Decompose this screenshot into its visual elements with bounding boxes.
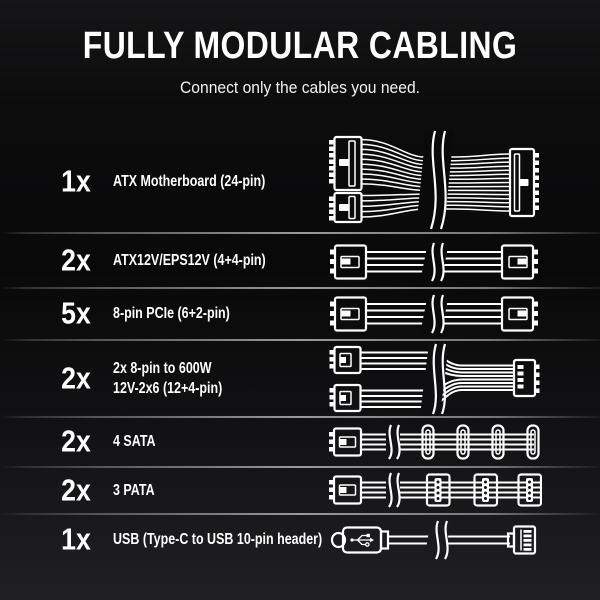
row-divider bbox=[0, 339, 600, 341]
connector-8pin-bottom bbox=[329, 383, 362, 413]
row-divider bbox=[0, 232, 600, 234]
atx-24pin-cable-icon bbox=[329, 130, 539, 230]
usb-trident-icon bbox=[350, 533, 374, 547]
page-title: FULLY MODULAR CABLING bbox=[82, 25, 518, 67]
row-divider bbox=[0, 466, 600, 468]
cable-label: 8-pin PCIe (6+2-pin) bbox=[113, 305, 230, 322]
cable-break-mark bbox=[416, 130, 454, 230]
connector-4plus4-right bbox=[500, 244, 538, 280]
connector-pcie-left bbox=[330, 296, 368, 332]
connector-18pin bbox=[329, 135, 363, 192]
eps12v-4plus4-cable-icon bbox=[330, 242, 538, 282]
cable-break-mark bbox=[420, 242, 449, 282]
connector-12v-2x6 bbox=[512, 358, 540, 398]
cable-label: 3 PATA bbox=[113, 481, 155, 499]
row-divider bbox=[0, 287, 600, 289]
connector-peripheral bbox=[329, 427, 363, 457]
pcie-8pin-cable-icon bbox=[330, 294, 538, 334]
usb-typec-to-header-cable-icon bbox=[330, 520, 537, 560]
cable-break-mark bbox=[420, 294, 449, 334]
connector-peripheral bbox=[329, 475, 363, 505]
cable-label: ATX Motherboard (24-pin) bbox=[113, 172, 266, 190]
cable-qty: 1x bbox=[61, 521, 91, 557]
row-divider bbox=[0, 513, 600, 515]
cable-qty: 2x bbox=[61, 241, 91, 277]
cable-row-eps12v: 2x ATX12V/EPS12V (4+4-pin) bbox=[0, 233, 600, 288]
cable-break-mark bbox=[388, 472, 401, 508]
cable-qty: 5x bbox=[61, 295, 91, 331]
cable-qty: 2x bbox=[61, 359, 91, 395]
cable-row-sata: 2x 4 SATA bbox=[0, 417, 600, 467]
cable-label-line-2: 12V-2x6 (12+4-pin) bbox=[113, 379, 223, 397]
cable-qty: 1x bbox=[61, 162, 91, 198]
cable-break-mark bbox=[420, 343, 449, 415]
cable-row-pata: 2x 3 PATA bbox=[0, 467, 600, 514]
connector-10pin bbox=[329, 191, 363, 224]
sata-cable-icon bbox=[329, 424, 540, 460]
cable-label: 4 SATA bbox=[113, 433, 156, 450]
page-subtitle: Connect only the cables you need. bbox=[180, 78, 420, 97]
cable-qty: 2x bbox=[61, 423, 91, 459]
usb-header-connector bbox=[506, 525, 537, 555]
cable-row-usb: 1x USB (Type-C to USB 10-pin header) bbox=[0, 514, 600, 566]
cable-label-line-1: 2x 8-pin to 600W bbox=[113, 359, 212, 377]
connector-8pin-top bbox=[329, 345, 362, 375]
row-divider bbox=[0, 416, 600, 418]
cable-label: ATX12V/EPS12V (4+4-pin) bbox=[113, 251, 266, 269]
connector-4plus4-left bbox=[330, 244, 368, 280]
cable-label: USB (Type-C to USB 10-pin header) bbox=[113, 531, 323, 548]
connector-24pin bbox=[508, 147, 539, 218]
cable-qty: 2x bbox=[61, 471, 91, 507]
cable-break-mark bbox=[388, 424, 401, 460]
cable-break-mark bbox=[424, 520, 451, 560]
cable-row-pcie: 5x 8-pin PCIe (6+2-pin) bbox=[0, 288, 600, 340]
cable-label: 2x 8-pin to 600W 12V-2x6 (12+4-pin) bbox=[113, 359, 222, 399]
cable-row-12v-2x6: 2x 2x 8-pin to 600W 12V-2x6 (12+4-pin) bbox=[0, 340, 600, 417]
cable-row-atx-24pin: 1x ATX Motherboard (24-pin) bbox=[0, 130, 600, 233]
12v-2x6-cable-icon bbox=[329, 343, 540, 415]
usb-typec-plug bbox=[330, 526, 390, 554]
pata-connectors bbox=[425, 473, 542, 507]
sata-connectors bbox=[421, 424, 540, 460]
pata-cable-icon bbox=[329, 472, 542, 508]
connector-pcie-right bbox=[500, 296, 538, 332]
